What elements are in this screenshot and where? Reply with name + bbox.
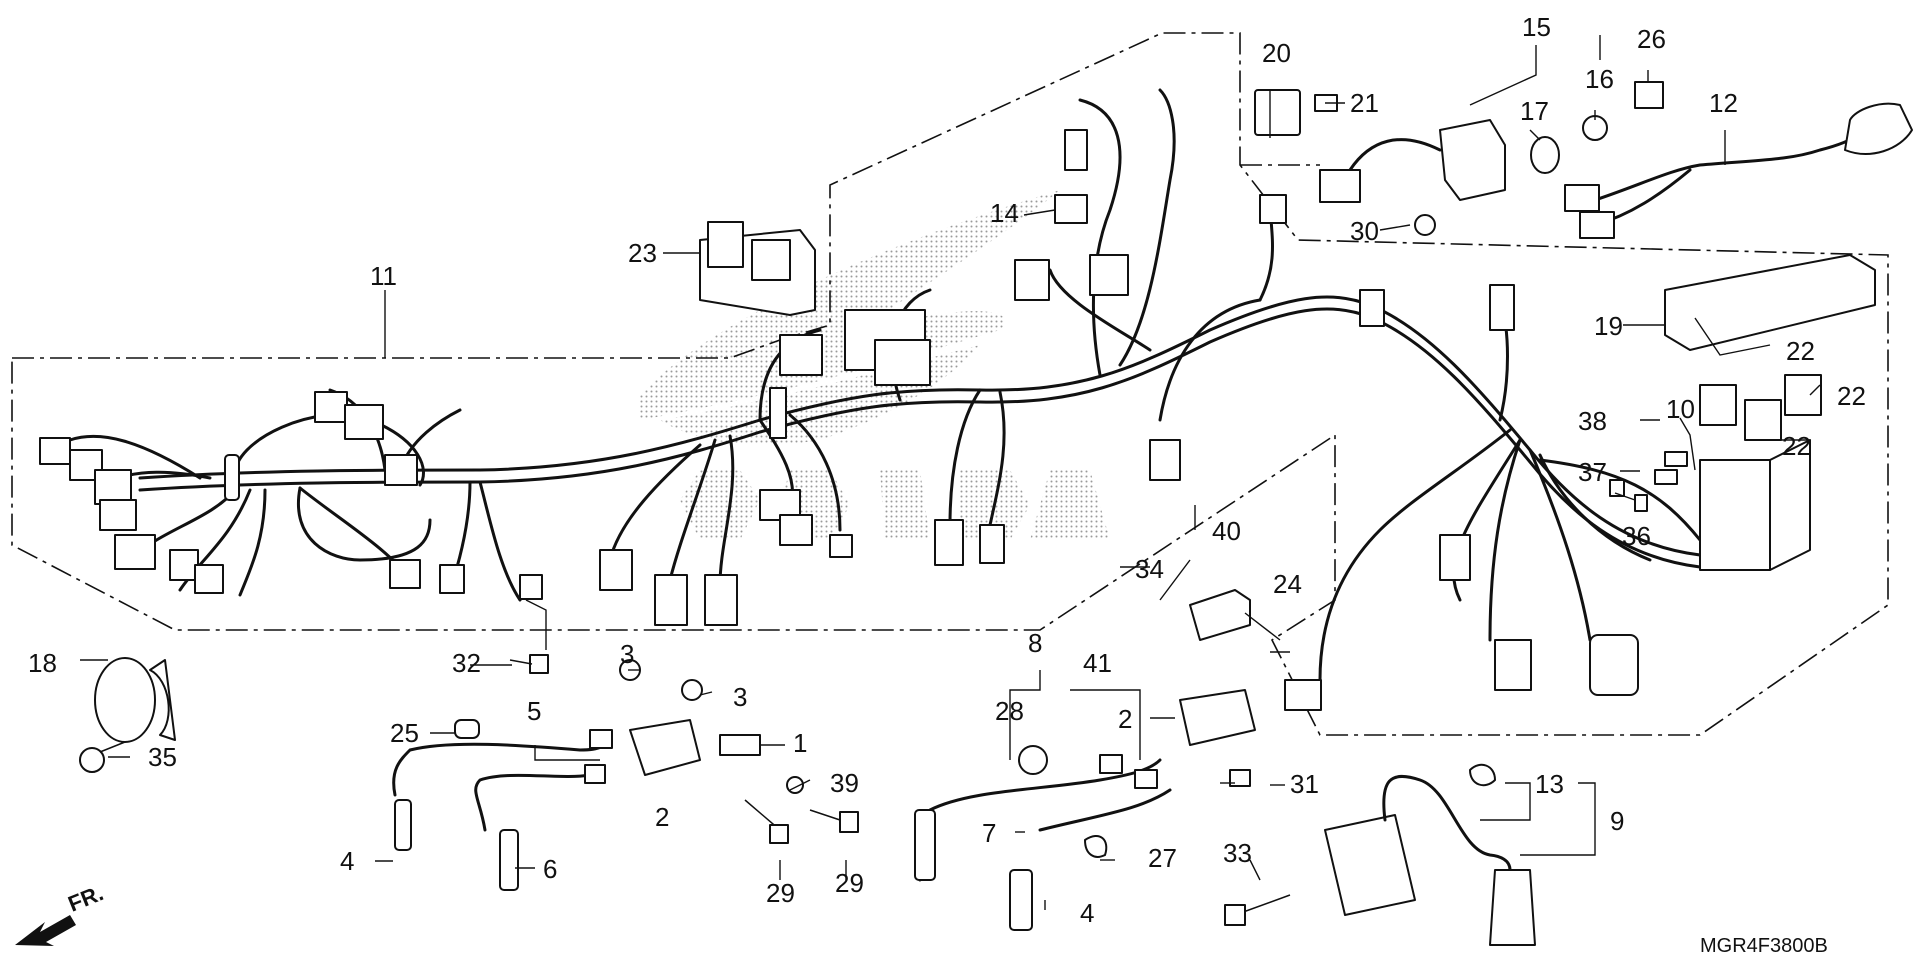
horn-18 — [94, 657, 176, 743]
honda-wing-watermark — [640, 190, 1110, 540]
relay-20-21 — [1254, 89, 1338, 136]
leader-lines — [80, 35, 1821, 910]
spark-plug-cables — [392, 729, 1172, 931]
callout-3b: 3 — [733, 682, 747, 712]
ignition-coil-left — [619, 659, 804, 794]
callout-21: 21 — [1350, 88, 1379, 118]
callout-11: 11 — [370, 261, 397, 291]
callout-7: 7 — [982, 818, 996, 848]
callout-28: 28 — [995, 696, 1024, 726]
callout-34: 34 — [1135, 554, 1164, 584]
callout-13: 13 — [1535, 769, 1564, 799]
regulator-rectifier — [1224, 774, 1536, 946]
fuse-box-assembly — [1609, 254, 1876, 571]
callout-23: 23 — [628, 238, 657, 268]
callout-40: 40 — [1212, 516, 1241, 546]
callout-10: 10 — [1666, 394, 1695, 424]
callout-32: 32 — [452, 648, 481, 678]
callout-33: 33 — [1223, 838, 1252, 868]
callout-41: 41 — [1083, 648, 1112, 678]
callout-17: 17 — [1520, 96, 1549, 126]
callout-39: 39 — [830, 768, 859, 798]
callout-25: 25 — [390, 718, 419, 748]
callout-29a: 29 — [766, 878, 795, 908]
front-direction-label: FR. — [65, 880, 107, 916]
front-direction-arrow — [15, 915, 76, 946]
callout-20: 20 — [1262, 38, 1291, 68]
clamps — [454, 719, 1496, 858]
callout-4a: 4 — [340, 846, 354, 876]
callout-35: 35 — [148, 742, 177, 772]
callout-labels: 11 23 14 20 21 15 16 17 26 12 30 19 22 2… — [28, 12, 1866, 928]
group-outline-main-harness — [11, 32, 1889, 736]
callout-24: 24 — [1273, 569, 1302, 599]
callout-16: 16 — [1585, 64, 1614, 94]
harness-connectors-left — [39, 129, 1639, 711]
callout-38: 38 — [1578, 406, 1607, 436]
starter-relay-assembly — [1319, 81, 1664, 236]
callout-18: 18 — [28, 648, 57, 678]
callout-27: 27 — [1148, 843, 1177, 873]
sub-harness-12 — [1564, 102, 1913, 239]
callout-22a: 22 — [1786, 336, 1815, 366]
connector-cap — [1054, 194, 1088, 224]
bolt-32 — [509, 654, 549, 674]
callout-31: 31 — [1290, 769, 1319, 799]
callout-4b: 4 — [1080, 898, 1094, 928]
callout-2b: 2 — [1118, 704, 1132, 734]
callout-3a: 3 — [620, 639, 634, 669]
callout-19: 19 — [1594, 311, 1623, 341]
callout-5: 5 — [527, 696, 541, 726]
callout-37: 37 — [1578, 457, 1607, 487]
callout-8: 8 — [1028, 628, 1042, 658]
ecu-unit — [699, 221, 816, 316]
junction-connector-block — [844, 309, 931, 386]
bolt-35 — [79, 741, 126, 773]
callout-1: 1 — [793, 728, 807, 758]
callout-30: 30 — [1350, 216, 1379, 246]
callout-22b: 22 — [1837, 381, 1866, 411]
bolts-29 — [744, 799, 859, 844]
callout-14: 14 — [990, 198, 1019, 228]
callout-15: 15 — [1522, 12, 1551, 42]
callout-2a: 2 — [655, 802, 669, 832]
callout-12: 12 — [1709, 88, 1738, 118]
callout-22c: 22 — [1782, 431, 1811, 461]
diagram-code: MGR4F3800B — [1700, 935, 1828, 957]
callout-29b: 29 — [835, 868, 864, 898]
callout-9: 9 — [1610, 806, 1624, 836]
callout-36: 36 — [1622, 521, 1651, 551]
callout-26: 26 — [1637, 24, 1666, 54]
callout-6: 6 — [543, 854, 557, 884]
ignition-coil-right — [1179, 589, 1256, 787]
